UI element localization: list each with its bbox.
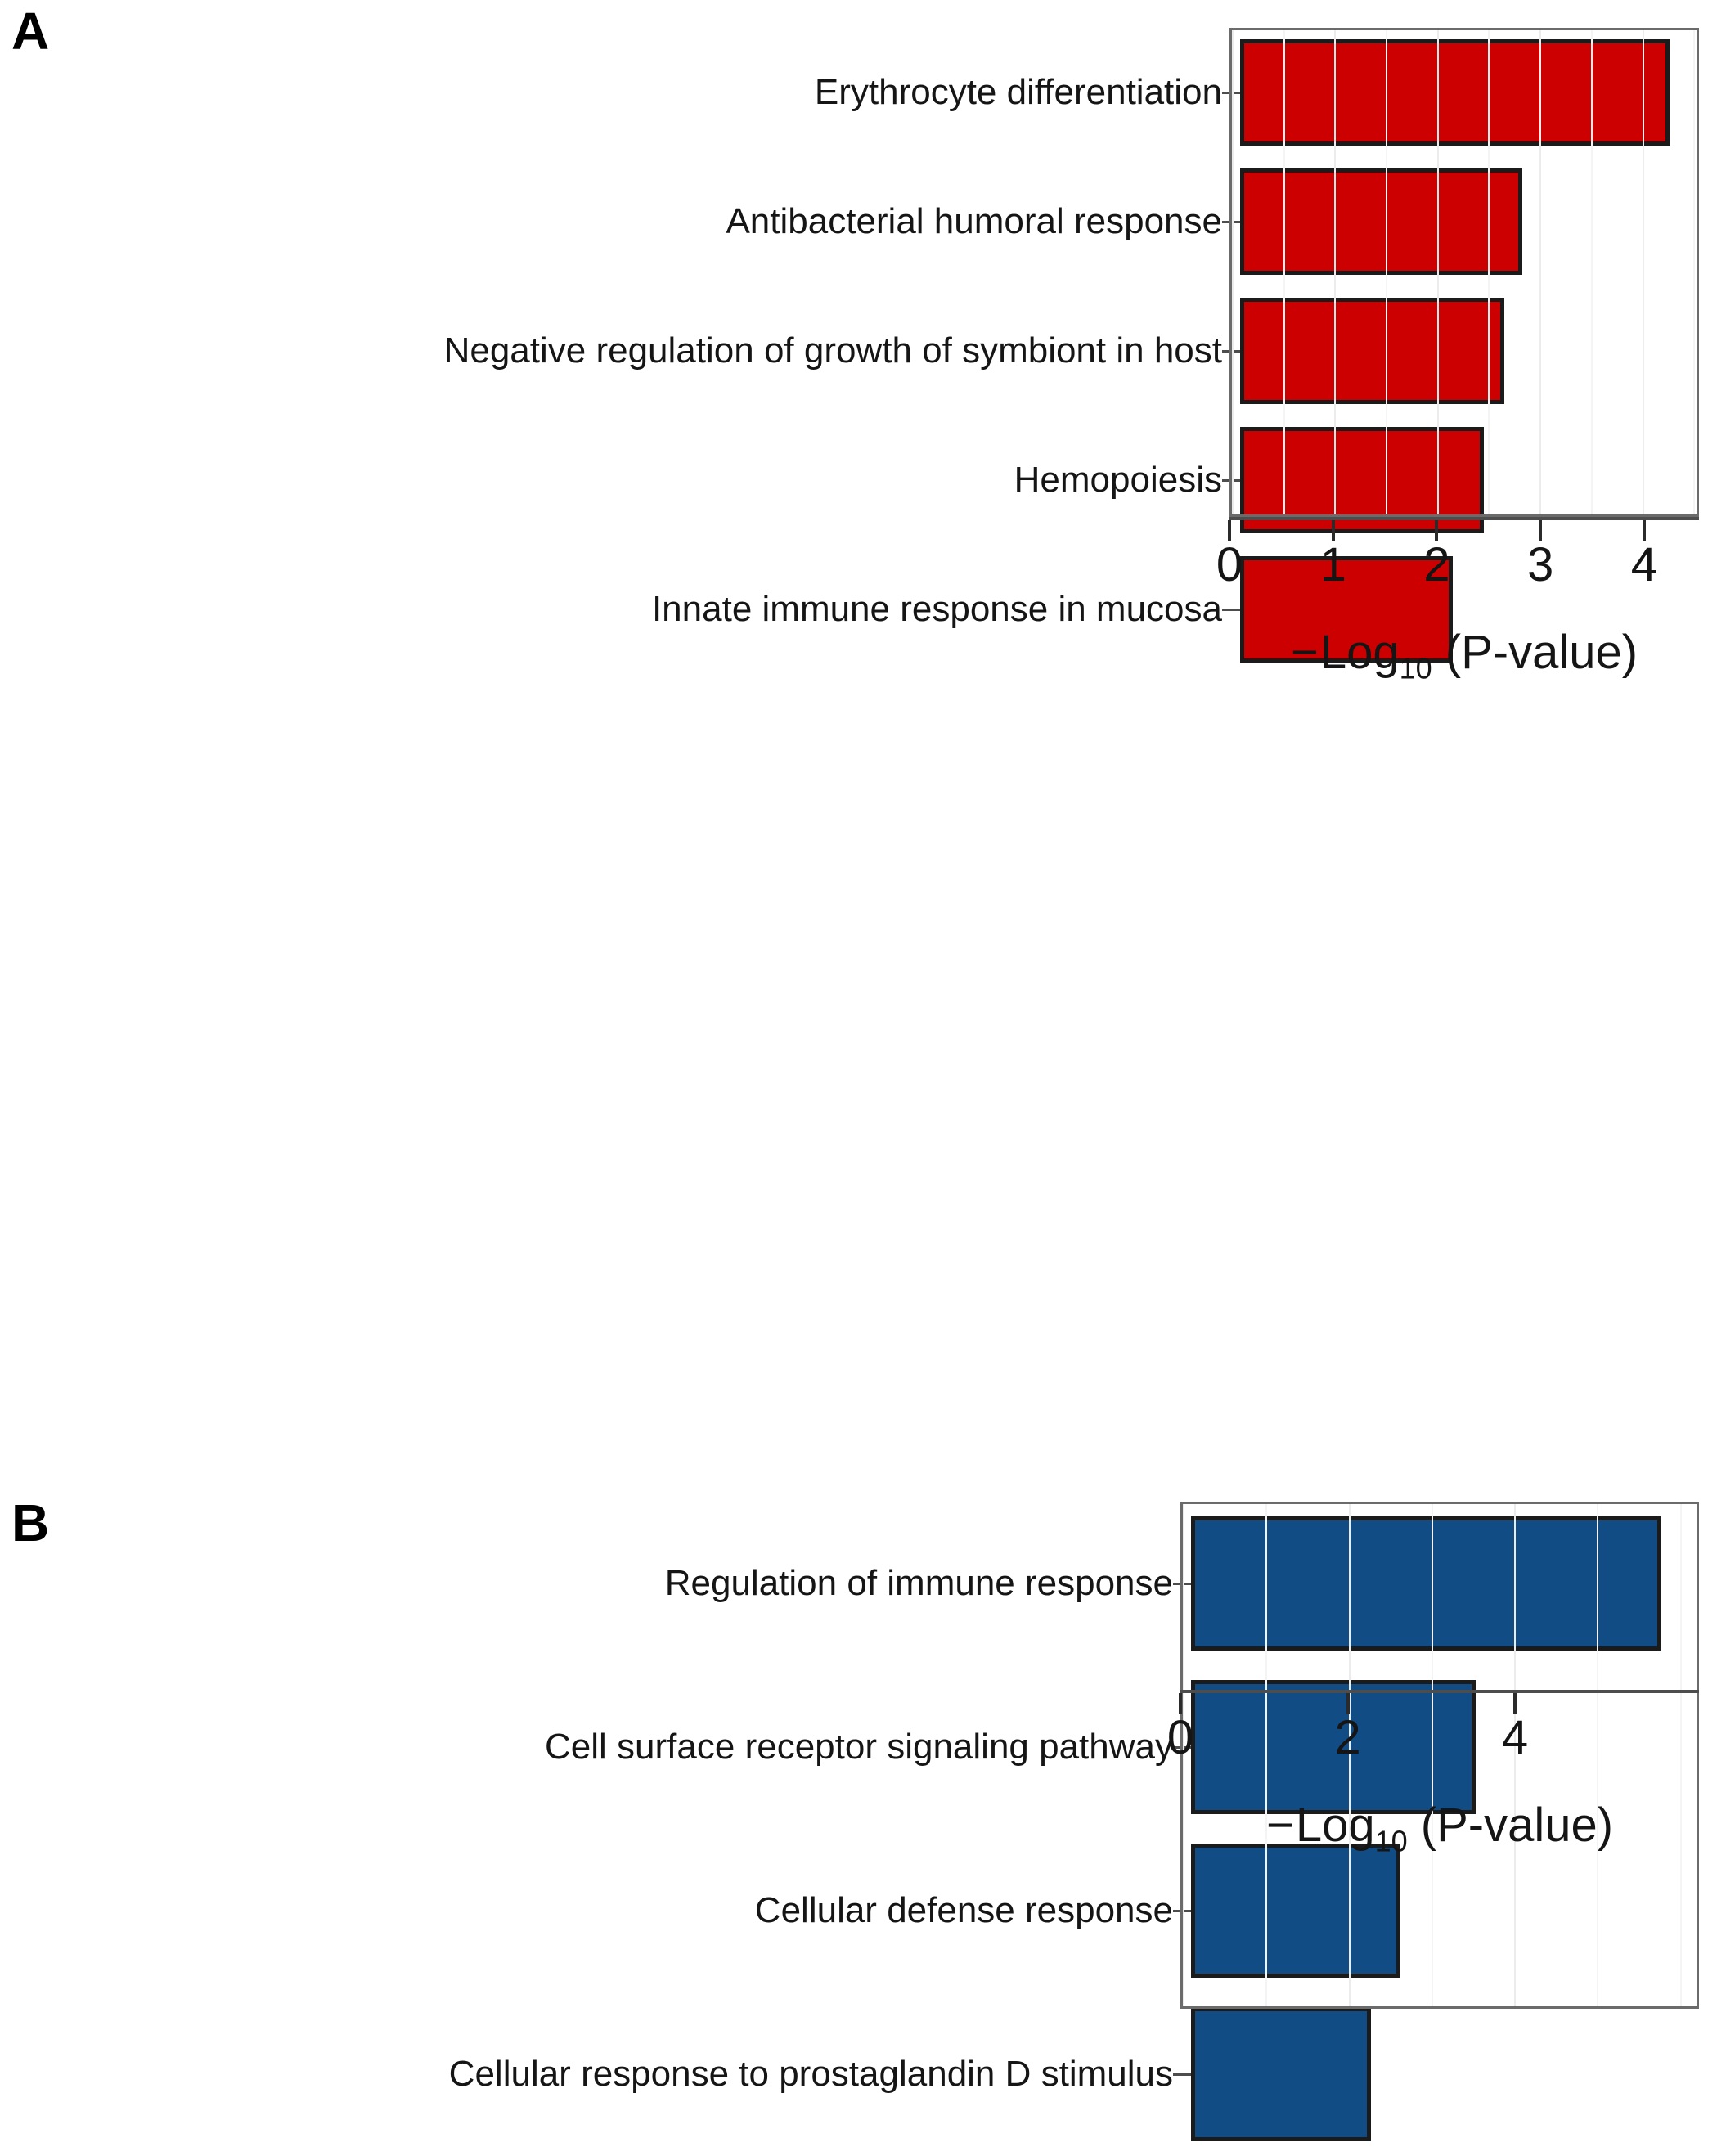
chart-b-axis-ticks: [1179, 1693, 1699, 1714]
x-axis-tick-label: 0: [1216, 538, 1243, 591]
y-axis-tick: [1222, 478, 1240, 482]
y-axis-tick: [1173, 1582, 1191, 1585]
bar[interactable]: [1191, 1844, 1400, 1978]
x-axis-tick-label: 1: [1319, 538, 1346, 591]
x-axis-tick-label: 0: [1166, 1711, 1194, 1764]
y-axis-tick: [1222, 220, 1240, 223]
x-axis-tick-label: 2: [1423, 538, 1450, 591]
category-label: Cell surface receptor signaling pathway: [545, 1726, 1173, 1767]
bar-row: Cellular response to prostaglandin D sti…: [0, 1992, 1717, 2156]
bar-row: Negative regulation of growth of symbion…: [0, 286, 1717, 415]
bar-row: Erythrocyte differentiation: [0, 28, 1717, 157]
log-base: 10: [1399, 651, 1432, 685]
panel-b-letter: B: [11, 1493, 50, 1552]
chart-b-axis-line: [1180, 1690, 1699, 1693]
category-label: Innate immune response in mucosa: [651, 588, 1222, 629]
category-label: Antibacterial humoral response: [726, 200, 1222, 241]
category-label: Cellular defense response: [754, 1889, 1173, 1930]
log-text: Log: [1295, 1799, 1375, 1852]
bar-track: [1240, 545, 1710, 674]
category-label: Cellular response to prostaglandin D sti…: [448, 2053, 1173, 2094]
x-axis-tick: [1435, 520, 1439, 541]
minus-sign: −: [1290, 626, 1320, 679]
bar[interactable]: [1240, 39, 1670, 146]
bar-track: [1240, 286, 1710, 415]
category-label: Regulation of immune response: [664, 1562, 1173, 1603]
minus-sign: −: [1265, 1799, 1296, 1852]
x-axis-tick-label: 3: [1526, 538, 1554, 591]
bar-track: [1191, 1992, 1710, 2156]
bar-track: [1240, 28, 1710, 157]
chart-b-axis-title: −Log10 (P-value): [1180, 1799, 1699, 1857]
x-axis-tick-label: 2: [1334, 1711, 1361, 1764]
x-axis-tick: [1642, 520, 1646, 541]
chart-b-axis-ticklabels: 0 2 4: [1167, 1711, 1699, 1778]
bar-row: Cell surface receptor signaling pathway: [0, 1665, 1717, 1829]
pvalue-text: (P-value): [1407, 1799, 1614, 1852]
x-axis-tick: [1331, 520, 1335, 541]
chart-a-axis-title: −Log10 (P-value): [1229, 627, 1699, 685]
bar-row: Regulation of immune response: [0, 1502, 1717, 1665]
chart-a-axis-line: [1229, 517, 1699, 520]
category-label: Hemopoiesis: [1014, 459, 1222, 500]
bar[interactable]: [1240, 298, 1505, 404]
bar-track: [1191, 1502, 1710, 1665]
x-axis-tick: [1539, 520, 1543, 541]
bar-row: Antibacterial humoral response: [0, 157, 1717, 286]
bar[interactable]: [1240, 168, 1522, 275]
x-axis-tick-label: 4: [1501, 1711, 1529, 1764]
log-text: Log: [1319, 626, 1400, 679]
y-axis-tick: [1173, 1909, 1191, 1912]
bar[interactable]: [1191, 1680, 1476, 1814]
bar[interactable]: [1191, 2007, 1371, 2141]
bar-row: Innate immune response in mucosa: [0, 545, 1717, 674]
chart-a-x-axis: 0 1 2 3 4 −Log10 (P-value): [1216, 517, 1699, 685]
bar-track: [1191, 1665, 1710, 1829]
x-axis-tick-label: 4: [1630, 538, 1657, 591]
bar[interactable]: [1191, 1516, 1661, 1651]
chart-a-axis-ticks: [1228, 520, 1699, 541]
y-axis-tick: [1222, 91, 1240, 94]
pvalue-text: (P-value): [1432, 626, 1638, 679]
x-axis-tick: [1228, 520, 1231, 541]
x-axis-tick: [1513, 1693, 1517, 1714]
log-base: 10: [1374, 1824, 1408, 1858]
category-label: Negative regulation of growth of symbion…: [443, 330, 1222, 371]
chart-a-axis-ticklabels: 0 1 2 3 4: [1216, 538, 1699, 605]
y-axis-tick: [1173, 2073, 1191, 2076]
x-axis-tick: [1346, 1693, 1350, 1714]
y-axis-tick: [1222, 608, 1240, 611]
bar-track: [1240, 157, 1710, 286]
bar[interactable]: [1240, 556, 1453, 663]
category-label: Erythrocyte differentiation: [814, 71, 1222, 112]
chart-b-x-axis: 0 2 4 −Log10 (P-value): [1167, 1690, 1699, 1857]
x-axis-tick: [1179, 1693, 1182, 1714]
panel-a-letter: A: [11, 2, 50, 61]
y-axis-tick: [1222, 349, 1240, 353]
